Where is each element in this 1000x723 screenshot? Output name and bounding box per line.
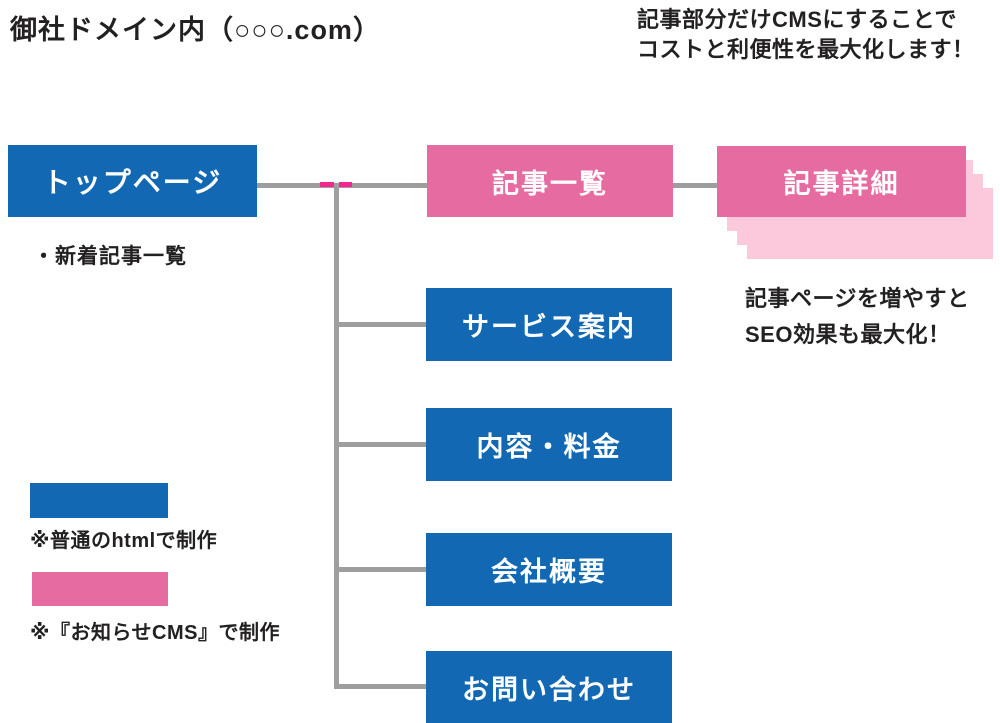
- node-article-detail-label: 記事詳細: [783, 169, 900, 199]
- connector-branch-company: [334, 567, 427, 572]
- legend-swatch-cms: [32, 572, 168, 606]
- node-pricing-label: 内容・料金: [476, 432, 622, 462]
- connector-branch-services: [334, 322, 427, 327]
- page-title: 御社ドメイン内（○○○.com）: [10, 15, 381, 45]
- cms-benefit-note-line2: コストと利便性を最大化します！: [637, 37, 975, 63]
- legend-label-cms: ※『お知らせCMS』で制作: [30, 622, 280, 644]
- legend-label-html: ※普通のhtmlで制作: [30, 530, 218, 552]
- node-services-label: サービス案内: [462, 312, 636, 342]
- connector-trunk-vertical: [334, 183, 339, 689]
- seo-note-line1: 記事ページを増やすと: [745, 286, 970, 311]
- connector-branch-pricing: [334, 442, 427, 447]
- node-contact: お問い合わせ: [426, 651, 672, 723]
- seo-note: 記事ページを増やすと SEO効果も最大化！: [745, 281, 970, 352]
- seo-note-line2: SEO効果も最大化！: [745, 321, 951, 347]
- connector-branch-contact: [334, 684, 427, 689]
- node-top-page: トップページ: [8, 145, 257, 217]
- node-top-page-label: トップページ: [42, 167, 223, 198]
- node-article-detail: 記事詳細: [717, 146, 966, 217]
- connector-list-to-detail: [673, 183, 717, 188]
- magenta-dash-left: [320, 182, 334, 187]
- node-services: サービス案内: [426, 288, 672, 361]
- cms-benefit-note: 記事部分だけCMSにすることで コストと利便性を最大化します！: [637, 5, 975, 66]
- legend-swatch-html: [30, 483, 168, 518]
- top-page-sub-item: ・新着記事一覧: [33, 245, 187, 268]
- magenta-dash-right: [339, 182, 352, 187]
- node-article-list-label: 記事一覧: [492, 168, 608, 199]
- node-article-list: 記事一覧: [427, 145, 673, 217]
- node-contact-label: お問い合わせ: [462, 675, 636, 705]
- node-company-label: 会社概要: [491, 557, 607, 587]
- cms-benefit-note-line1: 記事部分だけCMSにすることで: [637, 7, 957, 32]
- node-pricing: 内容・料金: [426, 408, 672, 481]
- node-company: 会社概要: [426, 533, 672, 606]
